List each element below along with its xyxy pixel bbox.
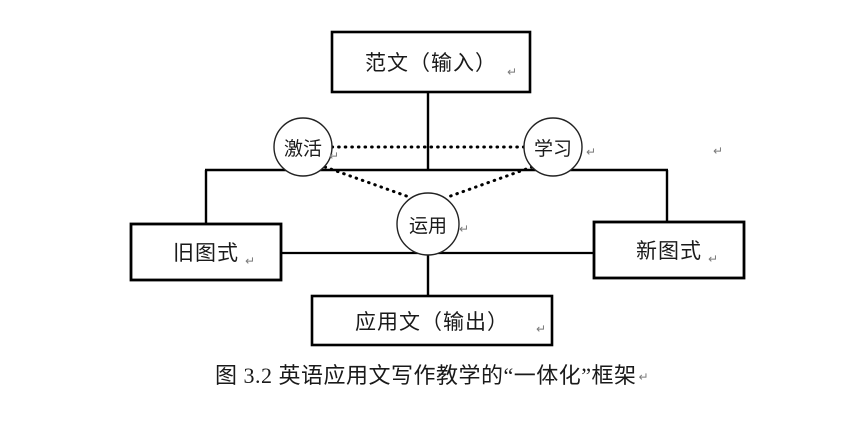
node-activate-return-mark: ↵ xyxy=(329,149,340,163)
node-apply-return-mark: ↵ xyxy=(459,222,470,236)
node-apply-circle xyxy=(396,192,460,256)
node-output-box xyxy=(310,294,554,347)
node-old-schema-return-mark: ↵ xyxy=(245,254,256,268)
figure-caption-return-mark: ↵ xyxy=(638,370,650,384)
node-new-schema-box xyxy=(592,220,746,280)
node-output-return-mark: ↵ xyxy=(536,322,547,336)
node-input-return-mark: ↵ xyxy=(507,65,518,79)
node-learn-return-mark: ↵ xyxy=(586,145,597,159)
node-new-schema-return-mark: ↵ xyxy=(708,252,719,266)
figure-caption: 图 3.2 英语应用文写作教学的“一体化”框架↵ xyxy=(0,358,864,390)
node-learn-circle xyxy=(523,117,583,177)
edge-activate-to-apply xyxy=(323,165,414,200)
node-input-box xyxy=(330,30,532,94)
edge-learn-to-apply xyxy=(443,165,534,200)
node-activate-circle xyxy=(273,117,333,177)
stray-return-mark: ↵ xyxy=(713,144,724,158)
figure-caption-text: 图 3.2 英语应用文写作教学的“一体化”框架 xyxy=(214,363,637,388)
node-old-schema-box xyxy=(129,222,283,282)
